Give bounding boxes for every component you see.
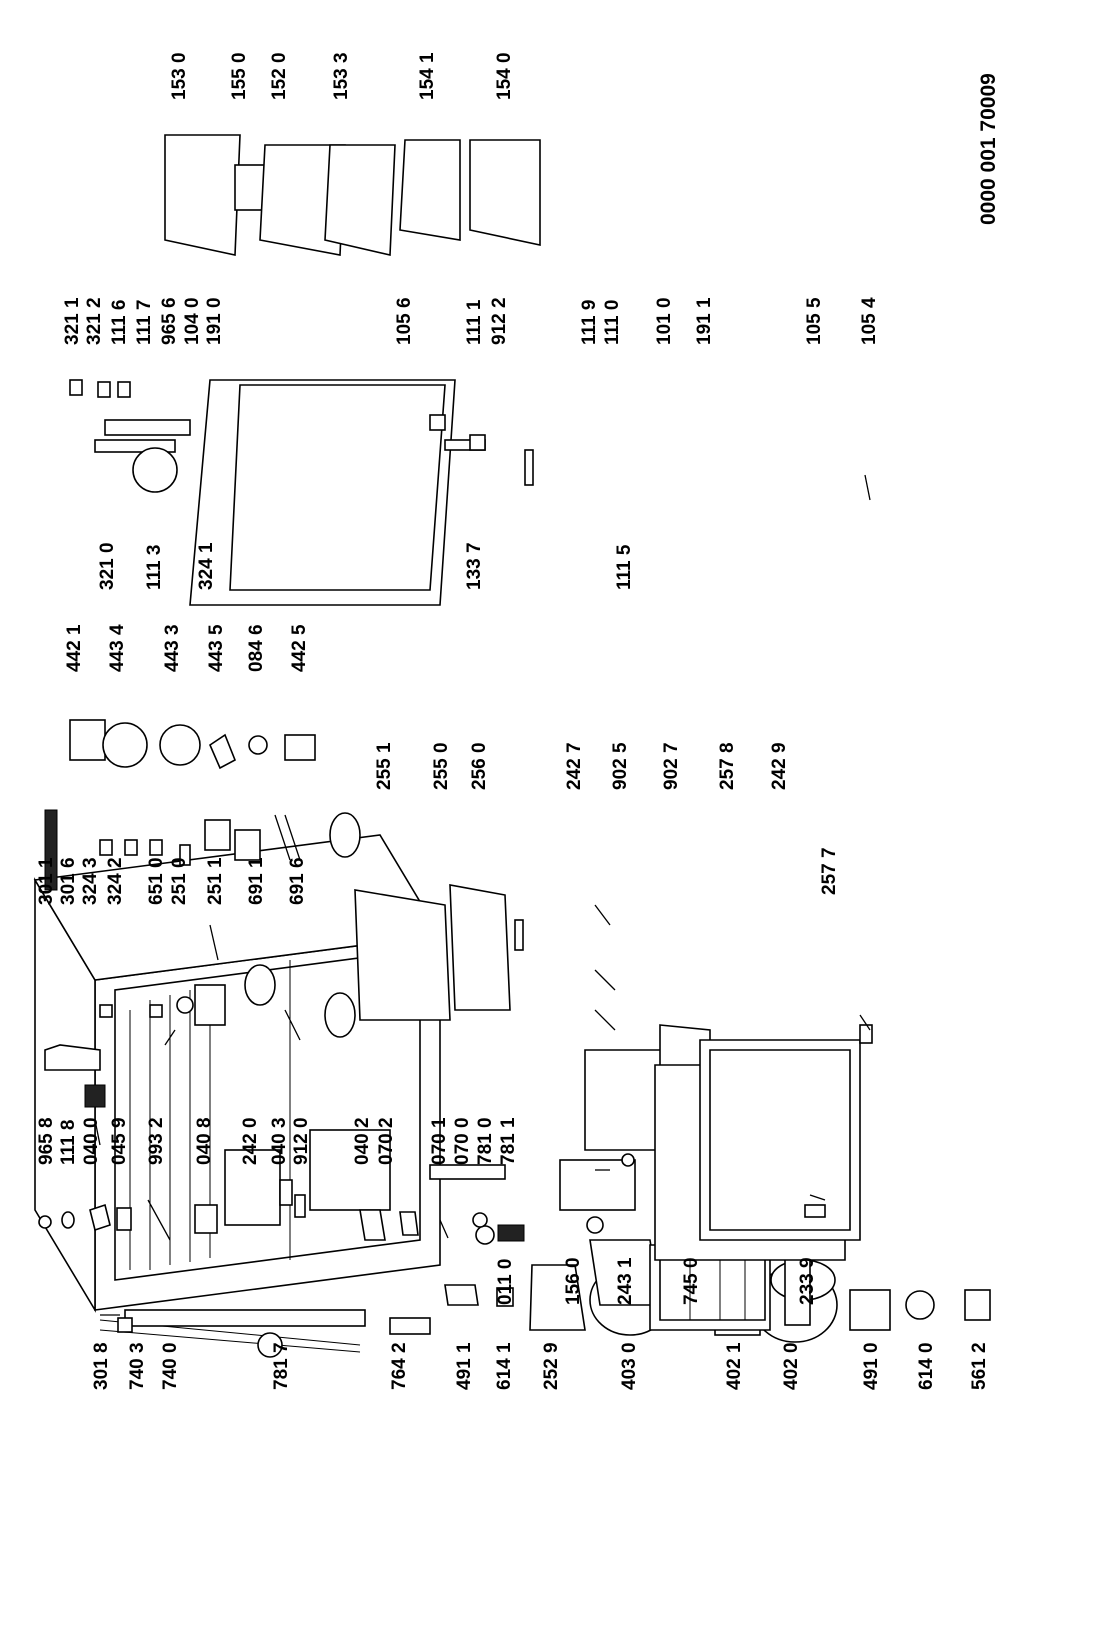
- label-252-9: 252 9: [541, 1342, 562, 1390]
- label-045-9: 045 9: [109, 1117, 130, 1165]
- label-443-4: 443 4: [107, 624, 128, 672]
- part-labels: 301 8 740 3 740 0 781 7 764 2 491 1 614 …: [36, 52, 1000, 1390]
- label-251-1: 251 1: [205, 857, 226, 905]
- label-614-1: 614 1: [494, 1342, 515, 1390]
- label-111-1: 111 1: [464, 299, 485, 345]
- label-251-0: 251 0: [169, 857, 190, 905]
- label-105-4: 105 4: [859, 297, 880, 345]
- label-324-2: 324 2: [105, 857, 126, 905]
- label-233-9: 233 9: [797, 1257, 818, 1305]
- label-745-0: 745 0: [681, 1257, 702, 1305]
- label-154-1: 154 1: [417, 52, 438, 100]
- label-764-2: 764 2: [389, 1342, 410, 1390]
- label-105-6: 105 6: [394, 297, 415, 345]
- label-040-8: 040 8: [194, 1117, 215, 1165]
- label-781-1: 781 1: [498, 1117, 519, 1165]
- label-402-0: 402 0: [781, 1342, 802, 1390]
- reference-number: 0000 001 70009: [977, 73, 1000, 225]
- label-257-8: 257 8: [717, 742, 738, 790]
- label-155-0: 155 0: [229, 52, 250, 100]
- label-912-2: 912 2: [489, 297, 510, 345]
- label-105-5: 105 5: [804, 297, 825, 345]
- label-614-0: 614 0: [916, 1342, 937, 1390]
- label-255-0: 255 0: [431, 742, 452, 790]
- label-111-8: 111 8: [58, 1120, 79, 1165]
- door-bins: [164, 134, 541, 256]
- fan-parts: [69, 719, 316, 770]
- label-040-2: 040 2: [352, 1117, 373, 1165]
- label-243-1: 243 1: [615, 1257, 636, 1305]
- label-740-0: 740 0: [160, 1342, 181, 1390]
- label-301-8: 301 8: [91, 1342, 112, 1390]
- label-111-6: 111 6: [109, 300, 130, 345]
- label-153-0: 153 0: [169, 52, 190, 100]
- label-242-9: 242 9: [769, 742, 790, 790]
- label-111-7: 111 7: [134, 300, 155, 345]
- label-101-0: 101 0: [654, 297, 675, 345]
- label-781-0: 781 0: [475, 1117, 496, 1165]
- label-154-0: 154 0: [494, 52, 515, 100]
- label-104-0: 104 0: [182, 297, 203, 345]
- label-912-0: 912 0: [291, 1117, 312, 1165]
- label-256-0: 256 0: [469, 742, 490, 790]
- label-651-0: 651 0: [146, 857, 167, 905]
- label-691-6: 691 6: [287, 857, 308, 905]
- label-691-1: 691 1: [246, 857, 267, 905]
- label-070-0: 070 0: [452, 1117, 473, 1165]
- label-321-2: 321 2: [84, 297, 105, 345]
- cabinet-small-parts: [38, 1164, 525, 1245]
- label-442-5: 442 5: [289, 624, 310, 672]
- label-153-3: 153 3: [331, 52, 352, 100]
- label-040-3: 040 3: [269, 1117, 290, 1165]
- label-324-3: 324 3: [80, 857, 101, 905]
- label-070-2: 070 2: [376, 1117, 397, 1165]
- label-442-1: 442 1: [64, 624, 85, 672]
- label-740-3: 740 3: [127, 1342, 148, 1390]
- label-965-8: 965 8: [36, 1117, 57, 1165]
- label-324-1: 324 1: [196, 542, 217, 590]
- glass-shelves: [354, 884, 524, 1021]
- label-993-2: 993 2: [146, 1117, 167, 1165]
- label-111-5: 111 5: [614, 544, 635, 590]
- label-111-3: 111 3: [144, 545, 165, 590]
- label-070-1: 070 1: [429, 1117, 450, 1165]
- label-965-6: 965 6: [159, 297, 180, 345]
- label-084-6: 084 6: [246, 624, 267, 672]
- leader-lines: [94, 474, 871, 1316]
- part-drawings: [33, 134, 991, 1358]
- label-111-9: 111 9: [579, 300, 600, 345]
- label-301-6: 301 6: [58, 857, 79, 905]
- label-902-5: 902 5: [610, 742, 631, 790]
- label-156-0: 156 0: [563, 1257, 584, 1305]
- label-443-3: 443 3: [162, 624, 183, 672]
- label-403-0: 403 0: [619, 1342, 640, 1390]
- label-152-0: 152 0: [269, 52, 290, 100]
- label-402-1: 402 1: [724, 1342, 745, 1390]
- label-040-0: 040 0: [81, 1117, 102, 1165]
- label-255-1: 255 1: [374, 742, 395, 790]
- label-011-0: 011 0: [495, 1259, 516, 1306]
- thermostat-parts: [44, 964, 356, 1071]
- label-491-0: 491 0: [861, 1342, 882, 1390]
- label-902-7: 902 7: [661, 742, 682, 790]
- label-257-7: 257 7: [819, 847, 840, 895]
- label-301-1: 301 1: [36, 857, 57, 905]
- label-491-1: 491 1: [454, 1342, 475, 1390]
- fridge-door: [69, 379, 534, 606]
- label-561-2: 561 2: [969, 1342, 990, 1390]
- label-443-5: 443 5: [206, 624, 227, 672]
- label-191-0: 191 0: [204, 297, 225, 345]
- label-242-0: 242 0: [240, 1117, 261, 1165]
- label-781-7: 781 7: [271, 1342, 292, 1390]
- label-191-1: 191 1: [694, 297, 715, 345]
- label-321-0: 321 0: [97, 542, 118, 590]
- label-321-1: 321 1: [62, 297, 83, 345]
- freezer-door: [586, 1024, 873, 1261]
- label-242-7: 242 7: [564, 742, 585, 790]
- label-111-0: 111 0: [602, 300, 623, 345]
- label-133-7: 133 7: [464, 542, 485, 590]
- control-parts: [44, 809, 361, 891]
